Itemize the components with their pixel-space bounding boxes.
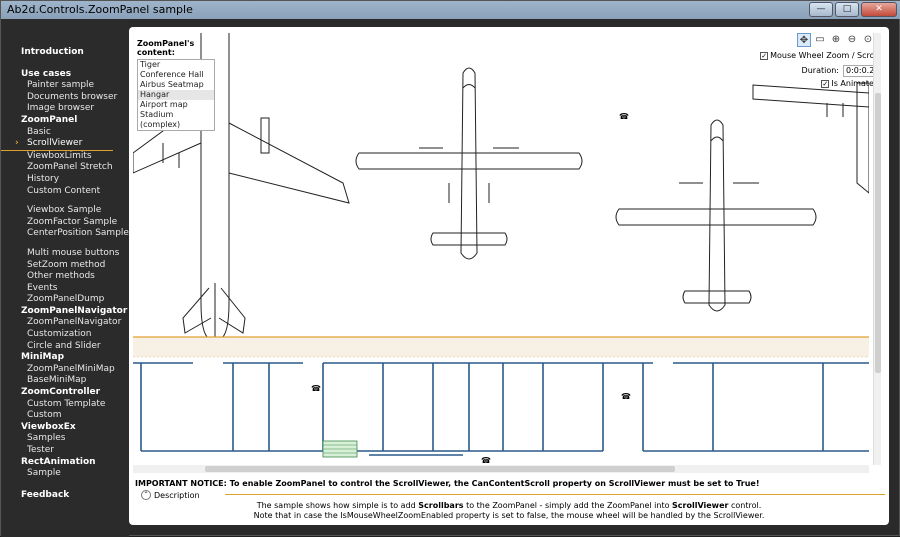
sidebar-item-customization[interactable]: Customization xyxy=(27,329,92,340)
sidebar-item-custom-template[interactable]: Custom Template xyxy=(27,398,106,409)
content-option[interactable]: Stadium (complex) xyxy=(140,110,181,129)
window-title: Ab2d.Controls.ZoomPanel sample xyxy=(7,3,193,16)
sidebar-item-viewboxlimits[interactable]: ViewboxLimits xyxy=(27,150,92,161)
content-option[interactable]: Tiger xyxy=(140,60,161,69)
sidebar-item-sample[interactable]: Sample xyxy=(27,468,61,479)
sidebar-item-viewbox-sample[interactable]: Viewbox Sample xyxy=(27,205,102,216)
window-controls: — □ ✕ xyxy=(809,2,897,17)
sidebar-item-multi-mouse-buttons[interactable]: Multi mouse buttons xyxy=(27,247,120,258)
desc-bold-part: ScrollViewer xyxy=(672,501,729,510)
airplane-3 xyxy=(615,119,817,312)
zoompanel-viewport[interactable]: ☎ ☎ ☎ ☎ xyxy=(133,33,869,465)
is-animated-option[interactable]: ✓Is Animated xyxy=(821,79,879,88)
mouse-wheel-label: Mouse Wheel Zoom / Scroll xyxy=(770,51,879,60)
minimize-icon[interactable]: — xyxy=(809,2,833,17)
vertical-scrollbar[interactable] xyxy=(873,33,881,465)
sidebar-item-zoompanelnavigator[interactable]: ZoomPanelNavigator xyxy=(21,305,128,316)
marker-2: ☎ xyxy=(311,384,321,393)
sidebar-item-basic[interactable]: Basic xyxy=(27,126,51,137)
maximize-icon[interactable]: □ xyxy=(835,2,859,17)
sidebar-item-image-browser[interactable]: Image browser xyxy=(27,103,95,114)
desc-text-part: control. xyxy=(728,501,762,510)
zoom-rect-icon[interactable]: ▭ xyxy=(815,34,825,45)
zoom-in-icon[interactable]: ⊕ xyxy=(831,34,841,45)
vertical-scroll-thumb[interactable] xyxy=(875,93,881,373)
sidebar-item-zoompaneldump[interactable]: ZoomPanelDump xyxy=(27,294,105,305)
desc-text-part: to the ZoomPanel - simply add the ZoomPa… xyxy=(463,501,673,510)
sidebar-item-zoompanel[interactable]: ZoomPanel xyxy=(21,114,78,125)
sidebar-item-painter-sample[interactable]: Painter sample xyxy=(27,80,95,91)
marker-1: ☎ xyxy=(619,112,629,121)
marker-3: ☎ xyxy=(621,392,631,401)
close-icon[interactable]: ✕ xyxy=(861,2,897,17)
description-expander[interactable]: ⌃ Description xyxy=(141,490,200,500)
sidebar-item-custom[interactable]: Custom xyxy=(27,410,62,421)
sidebar-item-custom-content[interactable]: Custom Content xyxy=(27,185,101,196)
sidebar-item-rectanimation[interactable]: RectAnimation xyxy=(21,456,96,467)
important-notice: IMPORTANT NOTICE: To enable ZoomPanel to… xyxy=(135,479,760,488)
desc-bold-part: Scrollbars xyxy=(418,501,464,510)
sidebar-item-zoomfactor-sample[interactable]: ZoomFactor Sample xyxy=(27,216,118,227)
is-animated-checkbox[interactable]: ✓ xyxy=(821,79,830,88)
airplane-2 xyxy=(355,67,583,260)
sidebar-item-centerposition-sample[interactable]: CenterPosition Sample xyxy=(27,228,129,239)
desc-text-part: The sample shows how simple is to add xyxy=(256,501,419,510)
content-option[interactable]: Hangar xyxy=(138,90,214,100)
description-line-1: The sample shows how simple is to add Sc… xyxy=(129,501,889,510)
sidebar-item-scrollviewer[interactable]: ScrollViewer xyxy=(1,138,113,151)
hangar-drawing: ☎ ☎ ☎ ☎ xyxy=(133,33,869,465)
sidebar-item-baseminimap[interactable]: BaseMiniMap xyxy=(27,375,87,386)
duration-label: Duration: xyxy=(801,66,839,75)
zoom-out-icon[interactable]: ⊖ xyxy=(847,34,857,45)
is-animated-label: Is Animated xyxy=(831,79,879,88)
sidebar-item-other-methods[interactable]: Other methods xyxy=(27,271,95,282)
mouse-wheel-checkbox[interactable]: ✓ xyxy=(760,51,769,60)
description-divider xyxy=(225,494,885,495)
airplane-4 xyxy=(752,82,869,194)
sidebar-item-zoomcontroller[interactable]: ZoomController xyxy=(21,387,101,398)
sidebar-item-zoompanelminimap[interactable]: ZoomPanelMiniMap xyxy=(27,363,115,374)
sidebar-item-history[interactable]: History xyxy=(27,173,60,184)
expand-collapse-icon[interactable]: ⌃ xyxy=(141,490,151,500)
sidebar-item-setzoom-method[interactable]: SetZoom method xyxy=(27,259,106,270)
sample-panel: ☎ ☎ ☎ ☎ xyxy=(129,27,889,525)
horizontal-scroll-thumb[interactable] xyxy=(205,466,675,472)
title-bar: Ab2d.Controls.ZoomPanel sample — □ ✕ xyxy=(1,1,900,19)
marker-4: ☎ xyxy=(481,456,491,465)
floor-plan xyxy=(133,362,869,456)
sidebar-item-minimap[interactable]: MiniMap xyxy=(21,352,65,363)
mouse-wheel-option[interactable]: ✓Mouse Wheel Zoom / Scroll xyxy=(760,51,879,60)
sidebar-item-zoompanelnavigator[interactable]: ZoomPanelNavigator xyxy=(27,317,122,328)
sidebar-item-events[interactable]: Events xyxy=(27,282,58,293)
content-option[interactable]: Airbus Seatmap xyxy=(140,80,204,89)
duration-option: Duration:0:0:0.2 xyxy=(802,65,879,77)
horizontal-scrollbar[interactable] xyxy=(133,465,869,473)
content-option[interactable]: Airport map xyxy=(140,100,188,109)
sidebar-item-viewboxex[interactable]: ViewboxEx xyxy=(21,421,76,432)
sidebar-item-circle-and-slider[interactable]: Circle and Slider xyxy=(27,340,101,351)
content-option[interactable]: Conference Hall xyxy=(140,70,204,79)
zoom-reset-icon[interactable]: ⊙ xyxy=(863,34,873,45)
description-header: Description xyxy=(154,490,200,500)
zoom-toolbar: ✥ ▭ ⊕ ⊖ ⊙ xyxy=(797,33,875,47)
divider-band xyxy=(133,337,869,357)
sidebar-item-use-cases[interactable]: Use cases xyxy=(21,68,72,79)
content-title: ZoomPanel's content: xyxy=(137,39,195,57)
sidebar-item-documents-browser[interactable]: Documents browser xyxy=(27,91,118,102)
sidebar-item-zoompanel-stretch[interactable]: ZoomPanel Stretch xyxy=(27,162,113,173)
sidebar-item-introduction[interactable]: Introduction xyxy=(21,47,84,57)
sidebar-item-tester[interactable]: Tester xyxy=(27,445,54,455)
move-icon[interactable]: ✥ xyxy=(797,33,811,47)
description-line-2: Note that in case the IsMouseWheelZoomEn… xyxy=(253,511,765,520)
sidebar-item-feedback[interactable]: Feedback xyxy=(21,489,70,500)
sidebar-item-samples[interactable]: Samples xyxy=(27,433,66,444)
